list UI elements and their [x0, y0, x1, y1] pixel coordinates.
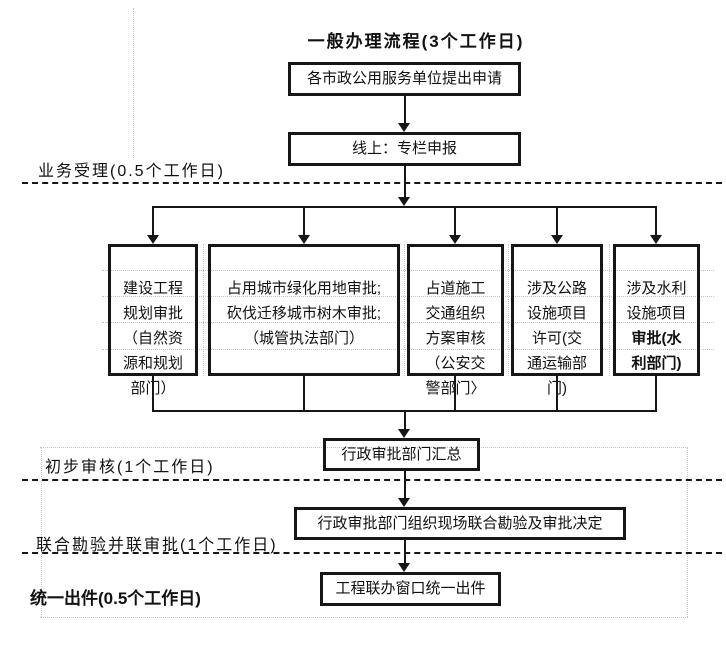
connector-line	[404, 471, 406, 498]
branch-box-text-bold: 审批(水 利部门)	[631, 330, 682, 372]
branch-box-text: 占道施工 交通组织 方案审核 （公安交 警部门〉	[425, 280, 486, 397]
connector-line	[303, 206, 305, 235]
table-gridline	[41, 447, 42, 617]
connector-line	[303, 376, 305, 412]
table-gridline	[508, 244, 509, 376]
connector-line	[404, 96, 406, 123]
stage-separator	[22, 552, 722, 554]
table-gridline	[609, 244, 610, 376]
flow-box-output-label: 工程联办窗口统一出件	[335, 580, 486, 597]
collector-line	[152, 410, 657, 412]
table-gridline	[687, 447, 688, 617]
arrow-down-icon	[398, 563, 410, 572]
table-gridline	[40, 617, 688, 618]
branch-box-text: 占用城市绿化用地审批; 砍伐迁移城市树木审批; （城管执法部门）	[226, 280, 382, 347]
connector-line	[556, 206, 558, 235]
arrow-down-icon	[398, 429, 410, 438]
stage-label-acceptance: 业务受理(0.5个工作日)	[38, 163, 225, 180]
arrow-down-icon	[650, 235, 662, 244]
connector-line	[655, 206, 657, 235]
arrow-down-icon	[398, 197, 410, 206]
stage-label-output: 统一出件(0.5个工作日)	[30, 589, 201, 608]
flow-box-output: 工程联办窗口统一出件	[320, 572, 501, 606]
flow-box-joint-label: 行政审批部门组织现场联合勘验及审批决定	[317, 514, 603, 532]
connector-line	[152, 206, 154, 235]
flow-box-online-declare: 线上：专栏申报	[288, 132, 521, 166]
table-gridline	[40, 447, 688, 448]
branch-box-text: 建设工程 规划审批 （自然资 源和规划 部门）	[122, 280, 183, 397]
flow-box-joint-review: 行政审批部门组织现场联合勘验及审批决定	[294, 507, 626, 540]
connector-line	[454, 206, 456, 235]
branch-box-text: 涉及水利 设施项目	[626, 280, 687, 322]
flow-box-summary-label: 行政审批部门汇总	[341, 445, 462, 463]
branch-box-highway-permit: 涉及公路 设施项目 许可(交 通运输部 门)	[511, 244, 603, 397]
branch-line	[152, 206, 657, 208]
stage-separator	[22, 479, 722, 481]
table-gridline	[203, 244, 204, 376]
flow-box-apply-label: 各市政公用服务单位提出申请	[306, 70, 502, 87]
connector-line	[404, 412, 406, 429]
flow-box-apply: 各市政公用服务单位提出申请	[288, 62, 521, 96]
connector-line	[556, 376, 558, 412]
flow-box-online-label: 线上：专栏申报	[351, 140, 457, 157]
branch-box-water-approval: 涉及水利 设施项目 审批(水 利部门)	[613, 244, 700, 376]
arrow-down-icon	[551, 235, 563, 244]
arrow-down-icon	[398, 498, 410, 507]
table-gridline	[133, 8, 134, 158]
connector-line	[404, 166, 406, 197]
connector-line	[152, 376, 154, 412]
connector-line	[404, 540, 406, 563]
stage-label-joint: 联合勘验并联审批(1个工作日)	[36, 537, 278, 554]
connector-line	[454, 376, 456, 412]
arrow-down-icon	[449, 235, 461, 244]
arrow-down-icon	[398, 123, 410, 132]
table-gridline	[404, 244, 405, 376]
arrow-down-icon	[298, 235, 310, 244]
stage-label-preliminary: 初步审核(1个工作日)	[45, 459, 215, 476]
stage-separator	[22, 182, 722, 184]
arrow-down-icon	[147, 235, 159, 244]
branch-box-greening-approval: 占用城市绿化用地审批; 砍伐迁移城市树木审批; （城管执法部门）	[208, 244, 400, 376]
page-title: 一般办理流程(3个工作日)	[307, 32, 525, 51]
branch-box-traffic-plan-review: 占道施工 交通组织 方案审核 （公安交 警部门〉	[407, 244, 504, 397]
branch-box-text: 涉及公路 设施项目 许可(交 通运输部 门)	[526, 280, 587, 397]
branch-box-planning-approval: 建设工程 规划审批 （自然资 源和规划 部门）	[108, 244, 198, 397]
connector-line	[655, 376, 657, 412]
flow-box-summary: 行政审批部门汇总	[323, 438, 480, 471]
